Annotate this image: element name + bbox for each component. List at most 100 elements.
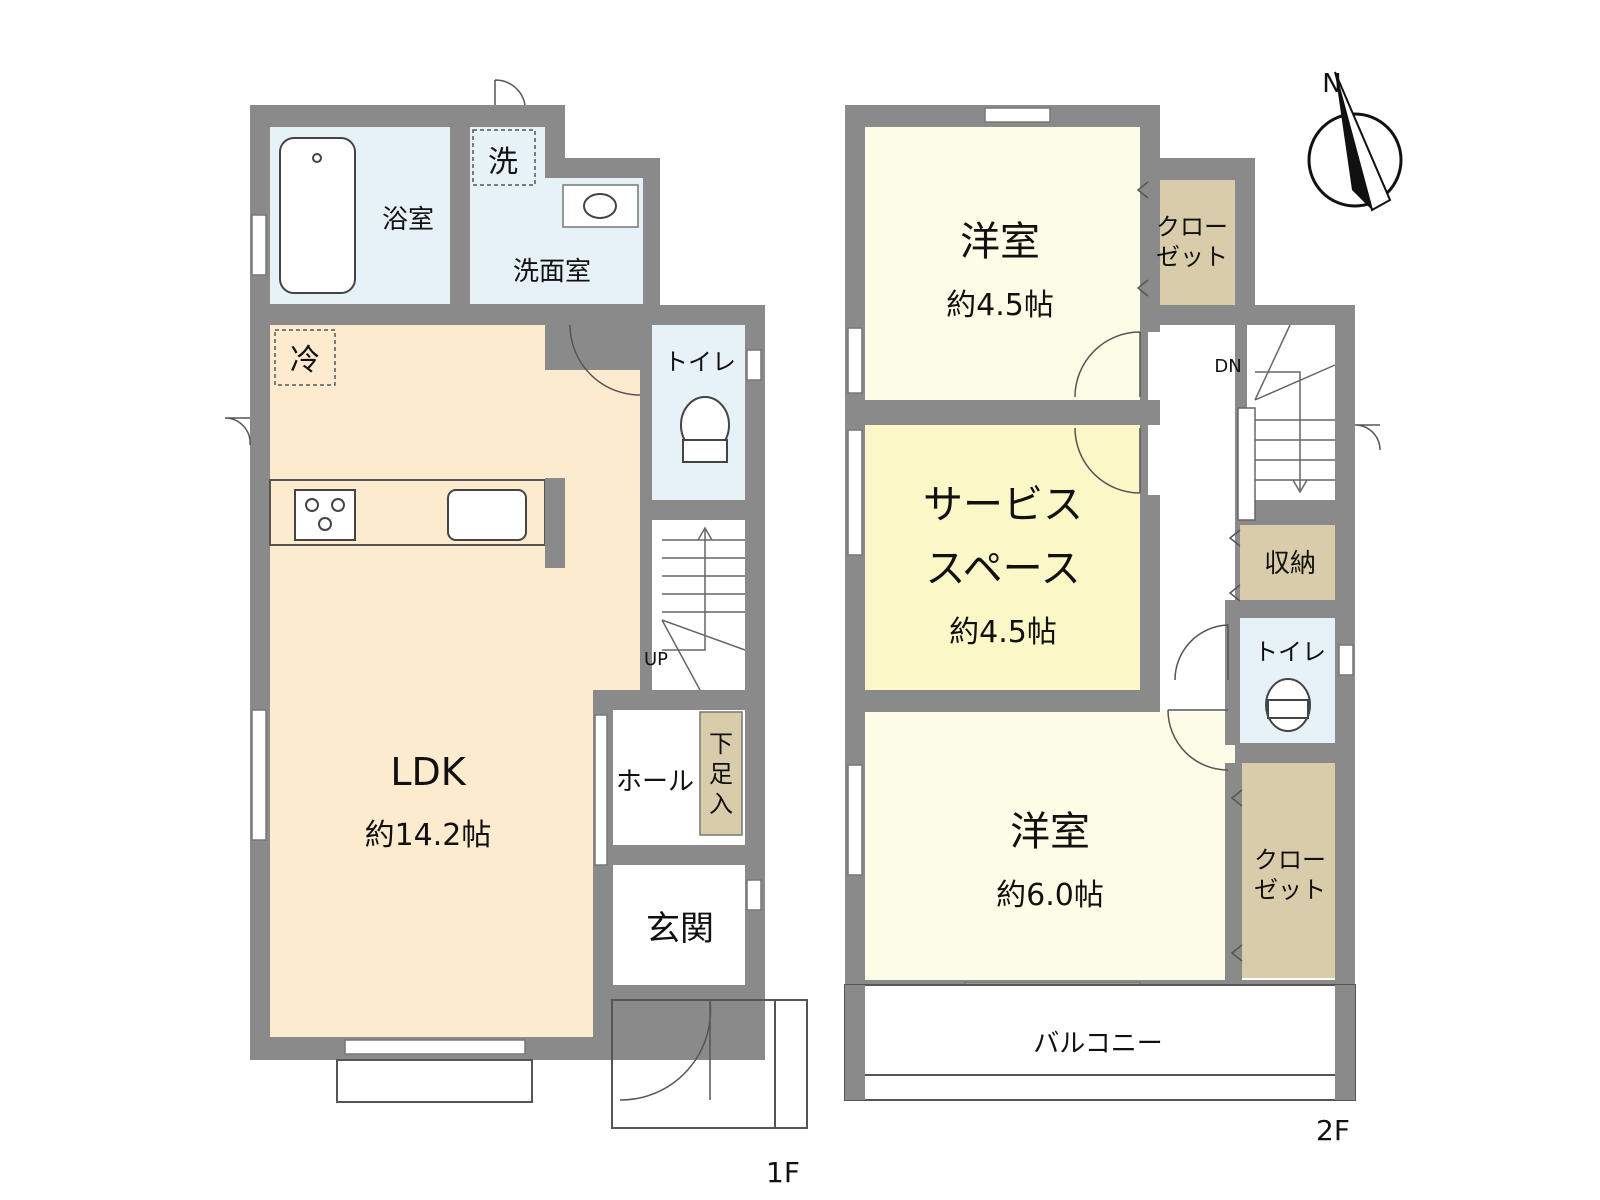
room1-east-wall: [1140, 127, 1160, 332]
wet-area-wall: [270, 304, 643, 325]
svg-text:入: 入: [709, 790, 733, 818]
burner-icon: [331, 498, 345, 512]
stairs-down-label: DN: [1214, 356, 1241, 377]
sink-icon: [447, 489, 527, 541]
shoe-storage-label: 下 足 入: [709, 730, 733, 818]
stairs-1f: [650, 520, 745, 690]
svg-text:クロー: クロー: [1156, 213, 1228, 241]
svg-text:下: 下: [709, 730, 733, 758]
window-ldk-south: [344, 1039, 526, 1055]
stove-icon: [294, 489, 356, 541]
burner-icon: [318, 517, 332, 531]
svg-text:ゼット: ゼット: [1156, 243, 1228, 271]
toilet-stairs-wall: [650, 500, 745, 520]
service-label-line2: スペース: [925, 546, 1080, 592]
stairs-1f-lines: [661, 526, 746, 691]
hall-top-wall: [593, 690, 765, 710]
fridge-label: 冷: [290, 343, 320, 378]
room1-service-wall: [865, 400, 1160, 425]
burner-icon: [305, 498, 319, 512]
compass-icon: N: [1307, 69, 1403, 212]
entrance-label: 玄関: [646, 909, 714, 949]
balcony-rail: [844, 1074, 1346, 1101]
svg-text:足: 足: [709, 760, 733, 788]
stairs-2f: [1240, 325, 1335, 500]
toilet-2f-tank-icon: [1267, 699, 1309, 719]
window-service-west: [847, 429, 863, 556]
compass-north-label: N: [1322, 69, 1341, 99]
floor-1: 浴室 洗面室 洗 冷 トイレ LDK 約14.2帖 ホール 下 足 入 玄関 U…: [224, 79, 808, 1189]
storage-toilet-wall: [1235, 600, 1335, 618]
bath-label: 浴室: [382, 205, 434, 235]
floor-2: 洋室 約4.5帖 クロー ゼット サービス スペース 約4.5帖 DN 収納 ト…: [844, 105, 1381, 1147]
closet-1: [1148, 180, 1235, 305]
service-east-wall: [1140, 495, 1160, 695]
service-door-2f[interactable]: [1074, 427, 1141, 494]
closet-door-marks: [1136, 181, 1243, 962]
hall-entrance-wall: [612, 845, 745, 865]
stairs-up-label: UP: [644, 649, 668, 670]
svg-text:ゼット: ゼット: [1254, 876, 1326, 904]
window-toilet-2f: [1338, 644, 1354, 676]
stair-window-door: [1354, 424, 1381, 451]
entrance-porch: [611, 999, 808, 1129]
closet2-wall: [1225, 763, 1242, 980]
bath-partition: [450, 127, 470, 305]
service-door[interactable]: [494, 79, 526, 106]
floor1-label: 1F: [766, 1156, 800, 1189]
window-entrance: [746, 879, 762, 911]
storage-label: 収納: [1264, 549, 1316, 579]
western1-size-label: 約4.5帖: [946, 288, 1054, 323]
window-room1-west: [847, 327, 863, 394]
service-size-label: 約4.5帖: [949, 615, 1057, 650]
western-room-1: [865, 127, 1140, 400]
entrance-floor: [612, 865, 745, 985]
room2-door[interactable]: [1167, 709, 1229, 771]
toilet-tank-icon: [682, 439, 728, 463]
washroom-label: 洗面室: [513, 257, 591, 287]
window-toilet: [746, 349, 762, 381]
ldk-floor: [270, 325, 640, 1037]
front-door[interactable]: [619, 999, 712, 1101]
stairs-2f-lines: [1237, 324, 1336, 521]
washer-space: [472, 129, 536, 186]
service-label-line1: サービス: [923, 482, 1083, 528]
service-south-wall: [865, 690, 1160, 712]
window-ldk-west: [251, 709, 267, 841]
toilet-door-swing[interactable]: [569, 324, 641, 396]
western2-label: 洋室: [1010, 809, 1090, 855]
hall-sliding-door[interactable]: [594, 714, 608, 866]
window-room1-north: [984, 107, 1051, 123]
ldk-notch: [545, 325, 565, 370]
washer-label: 洗: [488, 145, 518, 180]
toilet-2f-door[interactable]: [1174, 624, 1229, 681]
service-space: [865, 425, 1140, 690]
porch-step: [336, 1059, 533, 1103]
western-room-2: [865, 712, 1235, 980]
closet-2: [1242, 763, 1335, 978]
toilet-2f-label: トイレ: [1254, 638, 1326, 666]
closet1-label: クロー ゼット: [1156, 213, 1228, 271]
toilet-closet-wall: [1235, 743, 1335, 763]
ldk-size-label: 約14.2帖: [365, 818, 492, 853]
western1-label: 洋室: [960, 219, 1040, 265]
toilet-1f-label: トイレ: [664, 348, 736, 376]
kitchen-wall: [545, 478, 565, 568]
side-door[interactable]: [224, 417, 251, 446]
bathtub-icon: [279, 137, 356, 294]
balcony-label: バルコニー: [1033, 1029, 1162, 1059]
fridge-space: [274, 329, 336, 386]
ldk-label: LDK: [390, 750, 466, 794]
shoe-storage: [699, 711, 743, 836]
room1-door[interactable]: [1074, 331, 1141, 398]
storage: [1240, 525, 1335, 600]
washer-area: [470, 127, 545, 187]
window-room2-west: [847, 764, 863, 876]
floor2-label: 2F: [1316, 1114, 1350, 1147]
window-bath: [251, 214, 267, 276]
svg-text:クロー: クロー: [1254, 846, 1326, 874]
washbasin-icon: [583, 193, 617, 219]
closet2-label: クロー ゼット: [1254, 846, 1326, 904]
drain-icon: [312, 153, 322, 163]
